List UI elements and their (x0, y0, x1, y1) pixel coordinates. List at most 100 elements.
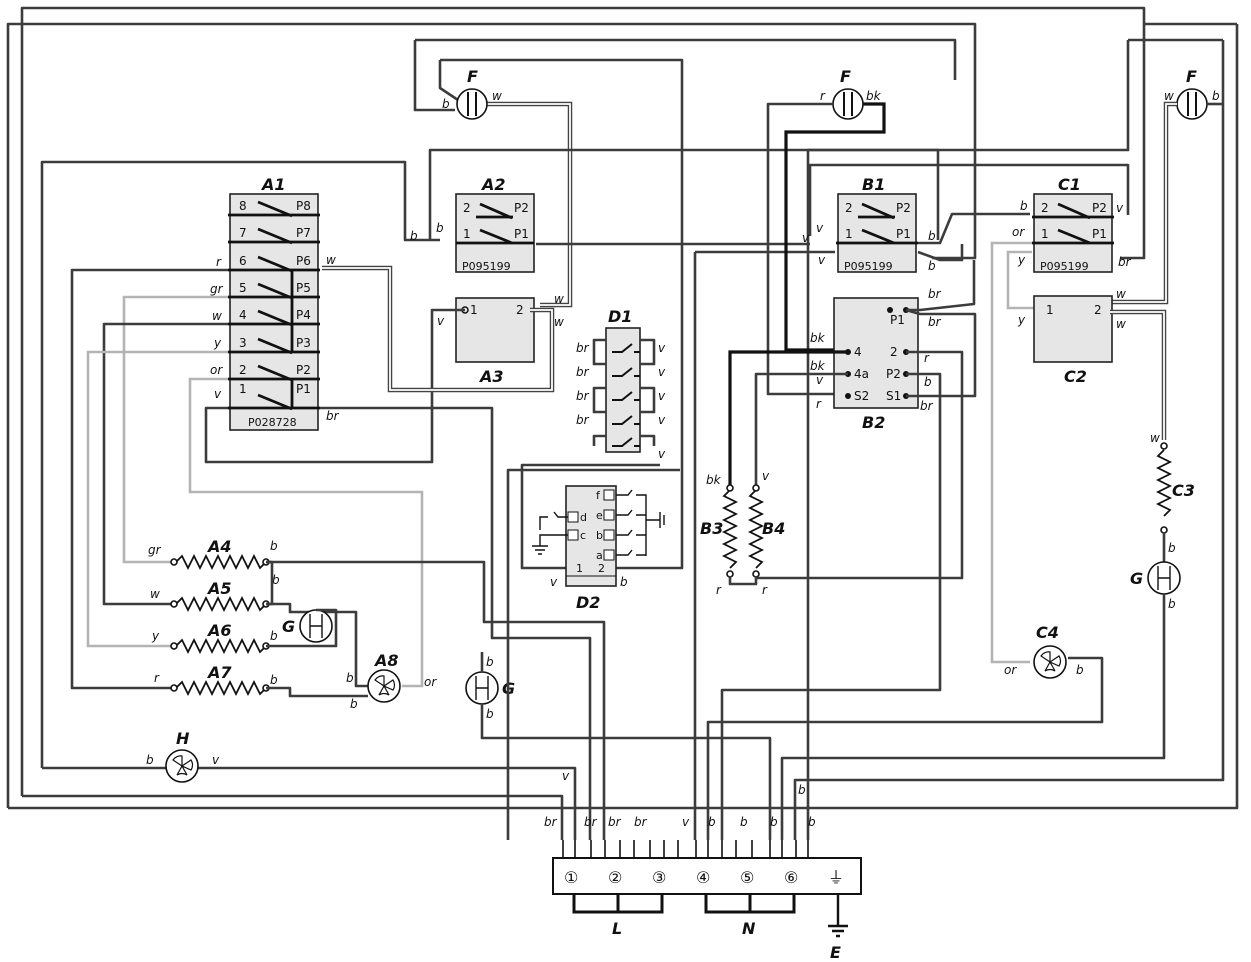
c1-br: br (1118, 255, 1132, 269)
a6-title: A6 (206, 621, 232, 640)
b2-s2: S2 (854, 389, 869, 403)
fan-h: H b v (146, 729, 220, 783)
a2-in-b: b (410, 229, 418, 243)
c2-pin2: 2 (1094, 303, 1102, 317)
fuse-left-title: F (467, 67, 478, 86)
b2-br2: br (928, 315, 942, 329)
d1-br3: br (576, 389, 590, 403)
a1-heater-wires (70, 268, 592, 840)
c1-p2: P2 (1092, 201, 1107, 215)
tb-b1: b (708, 815, 716, 829)
a1-title: A1 (260, 175, 286, 194)
terminal-legs (562, 840, 809, 858)
a1-out-w: w (326, 253, 336, 267)
h-v: v (212, 753, 220, 767)
g3-title: G (1130, 569, 1143, 588)
b2-br3: br (920, 399, 934, 413)
tb-b2: b (740, 815, 748, 829)
d1-br4: br (576, 413, 590, 427)
a1-pin-8: 8 (239, 199, 247, 213)
lamp-g3: G b (780, 561, 1181, 840)
fuse-left-w: w (492, 89, 502, 103)
c1-v: v (1116, 201, 1124, 215)
d2-b: b (596, 529, 603, 542)
b1-pin2: 2 (845, 201, 853, 215)
a1-pin-4: 4 (239, 308, 247, 322)
b1-title: B1 (862, 175, 885, 194)
thermostat-a2: A2 P095199 2 1 P2 P1 b b (410, 175, 535, 273)
timer-d2: D2 d c f e b a 1 2 v b (506, 468, 680, 840)
a1-or: or (210, 363, 223, 377)
b4-title: B4 (762, 519, 785, 538)
a4-b: b (270, 539, 278, 553)
b3-title: B3 (700, 519, 723, 538)
b3-bk: bk (706, 473, 722, 487)
tb-br2: br (584, 815, 598, 829)
b2-bk2: bk (810, 359, 826, 373)
b1-v1: v (802, 231, 810, 245)
a1-p2: P2 (296, 363, 311, 377)
b1-code: P095199 (844, 260, 893, 273)
a1-r: r (216, 255, 222, 269)
h-b: b (146, 753, 154, 767)
b2-2: 2 (890, 345, 898, 359)
b2-4a: 4a (854, 367, 869, 381)
group-e: E (830, 943, 841, 962)
d1-br2: br (576, 365, 590, 379)
a1-p8: P8 (296, 199, 311, 213)
b1-pin1: 1 (845, 227, 853, 241)
a3-title: A3 (478, 367, 504, 386)
b2-p2: P2 (886, 367, 901, 381)
d1-title: D1 (608, 307, 632, 326)
fuse-right-title: F (1186, 67, 1197, 86)
a1-contacts (228, 200, 320, 411)
c1-b: b (1020, 199, 1028, 213)
lamp-g2: G b b (465, 652, 772, 840)
a1-p6: P6 (296, 254, 311, 268)
a4-gr: gr (148, 543, 162, 557)
a1-pin-2: 2 (239, 363, 247, 377)
a8-b: b (346, 671, 354, 685)
c1-title: C1 (1058, 175, 1081, 194)
fan-c4: C4 or b (706, 623, 1104, 840)
c2-title: C2 (1064, 367, 1087, 386)
fan-a8: A8 b b or (346, 651, 437, 711)
c1-code: P095199 (1040, 260, 1089, 273)
lamp-g1: G (282, 608, 338, 648)
a8-title: A8 (373, 651, 399, 670)
a1-pin-6: 6 (239, 254, 247, 268)
d2-e: e (596, 509, 603, 522)
a6-b: b (270, 629, 278, 643)
b1-p2: P2 (896, 201, 911, 215)
a8-or: or (424, 675, 437, 689)
d2-a: a (596, 549, 603, 562)
fuse-mid: F r bk (766, 67, 886, 396)
tb-b3: b (770, 815, 778, 829)
a2-title: A2 (480, 175, 506, 194)
group-l: L (612, 919, 622, 938)
a1-p7: P7 (296, 226, 311, 240)
b1-p1: P1 (896, 227, 911, 241)
a2-pin1: 1 (463, 227, 471, 241)
d2-d: d (580, 511, 587, 524)
terminal-earth: ⏚ (828, 868, 844, 887)
b2-4: 4 (854, 345, 862, 359)
d2-b-out: b (620, 575, 628, 589)
a1-pin-7: 7 (239, 226, 247, 240)
d1-v1: v (658, 341, 666, 355)
c2-w1: w (1116, 287, 1126, 301)
d1-v2: v (658, 365, 666, 379)
switch-a1: A1 P028728 8 7 6 5 4 3 2 1 P8 P7 P6 P5 P… (210, 175, 340, 431)
d2-v: v (550, 575, 558, 589)
b2-title: B2 (862, 413, 885, 432)
g3-b: b (1168, 597, 1176, 611)
thermostat-c1: C1 P095199 2 1 P2 P1 b or y v br (990, 175, 1132, 664)
b1-b2: b (928, 259, 936, 273)
c4-or: or (1004, 663, 1017, 677)
a2-p2: P2 (514, 201, 529, 215)
b2-b: b (924, 375, 932, 389)
terminal-wire-labels: br br br br v v b b b b b (544, 769, 816, 829)
a3-w1: w (554, 292, 564, 306)
d2-title: D2 (576, 593, 600, 612)
d2-c: c (580, 529, 586, 542)
